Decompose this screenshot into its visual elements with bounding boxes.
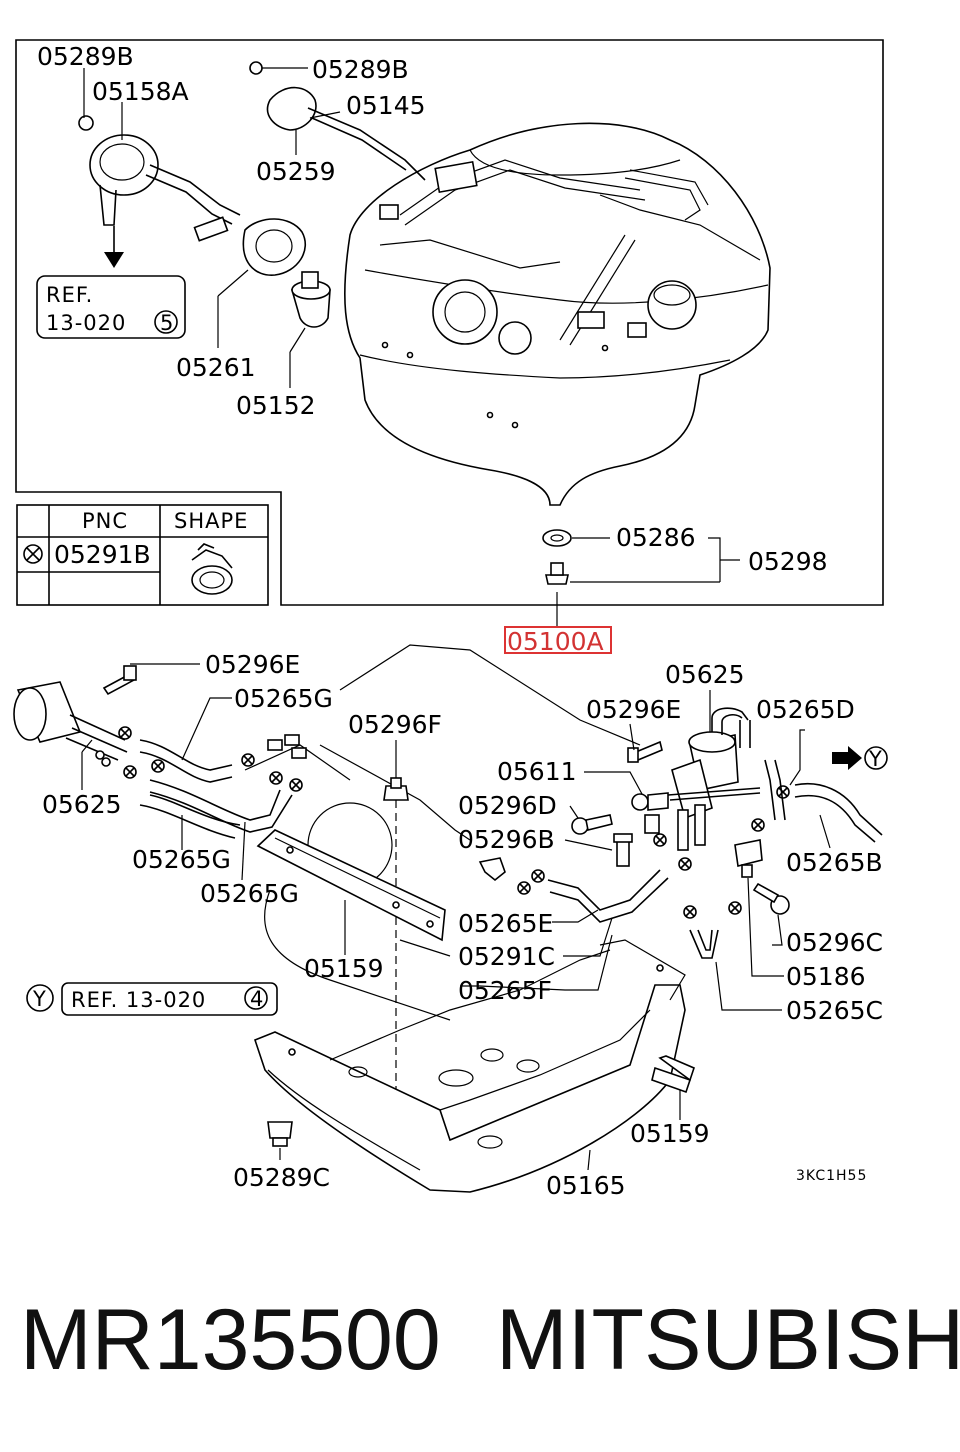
- ref-13-020-5-callout: REF. 13-020 5: [36, 275, 186, 339]
- bolt-05296D: [571, 814, 613, 835]
- label-05159-b: 05159: [630, 1119, 710, 1148]
- label-05296C: 05296C: [786, 928, 883, 957]
- label-05265G-a: 05265G: [234, 684, 333, 713]
- label-05296B: 05296B: [458, 825, 555, 854]
- label-05296E-b: 05296E: [586, 695, 681, 724]
- bracket-05159-lower: [651, 1055, 695, 1094]
- vehicle-body-outline: [244, 644, 641, 1021]
- gauge-unit-cap: [290, 271, 331, 328]
- right-arrow-icon: Y: [832, 746, 888, 771]
- label-05289B-a: 05289B: [37, 42, 134, 71]
- label-05625-b: 05625: [665, 660, 745, 689]
- y-marker-right: Y: [868, 747, 883, 771]
- hose-05265D: [739, 720, 786, 821]
- label-05265E: 05265E: [458, 909, 553, 938]
- label-05265G-b: 05265G: [132, 845, 231, 874]
- label-05259: 05259: [256, 157, 336, 186]
- label-05296F: 05296F: [348, 710, 442, 739]
- pnc-row-value: 05291B: [54, 540, 151, 569]
- ref-circle-number: 5: [160, 311, 174, 335]
- diagram-code: 3KC1H55: [796, 1168, 867, 1184]
- check-valve-05186: [734, 839, 763, 878]
- label-05265B: 05265B: [786, 848, 883, 877]
- x-circle-icon: [23, 544, 43, 564]
- pnc-column-header: PNC: [82, 509, 128, 533]
- pnc-shape-table: PNC SHAPE 05291B: [16, 504, 269, 606]
- manufacturer-name: MITSUBISHI: [496, 1292, 960, 1388]
- bolt-05296E-right: [627, 740, 663, 763]
- shape-column-header: SHAPE: [174, 509, 248, 533]
- label-05152: 05152: [236, 391, 316, 420]
- label-05289B-b: 05289B: [312, 55, 409, 84]
- clip-05291C-small: [478, 857, 506, 882]
- hose-clamp-shape-icon: [191, 543, 233, 595]
- label-05159-a: 05159: [304, 954, 384, 983]
- fuel-tank-parts-diagram: PNC SHAPE 05291B: [13, 39, 888, 1200]
- leader-lines-top: [83, 67, 740, 628]
- bottom-ref-text: REF. 13-020: [71, 988, 206, 1012]
- caption: MR135500 MITSUBISHI: [0, 1280, 960, 1420]
- label-05158A: 05158A: [92, 77, 189, 106]
- label-05265C: 05265C: [786, 996, 883, 1025]
- canister-right: [671, 707, 749, 851]
- label-05625-a: 05625: [42, 790, 122, 819]
- label-05261: 05261: [176, 353, 256, 382]
- hose-05265E: [547, 869, 669, 923]
- y-marker: Y: [32, 987, 47, 1011]
- fuel-sender-assembly: [78, 115, 241, 242]
- bracket-05159-upper: [256, 829, 446, 942]
- label-05265D: 05265D: [756, 695, 855, 724]
- label-05291C: 05291C: [458, 942, 555, 971]
- highlighted-part-box: [504, 626, 612, 654]
- ref-line-1: REF.: [46, 283, 93, 307]
- part-number: MR135500: [20, 1292, 441, 1388]
- pipe-connectors: [267, 734, 307, 759]
- leader-lines-bottom: [81, 663, 831, 1171]
- label-05165: 05165: [546, 1171, 626, 1200]
- pump-cover-and-harness: [249, 61, 426, 181]
- label-05265G-c: 05265G: [200, 879, 299, 908]
- label-05611: 05611: [497, 757, 577, 786]
- hose-clamp-icons: [118, 726, 790, 919]
- ref-13-020-4-callout: Y REF. 13-020 4: [26, 982, 278, 1016]
- fuel-tank: [344, 122, 771, 506]
- skid-plate-05165: [254, 939, 686, 1193]
- bolt-05296E-left: [102, 665, 137, 696]
- label-05145: 05145: [346, 91, 426, 120]
- label-05298: 05298: [748, 547, 828, 576]
- hose-05265B: [794, 783, 883, 843]
- bolt-05296C: [752, 882, 790, 915]
- canister-left: [13, 681, 128, 767]
- bolt-05296F: [383, 777, 409, 1120]
- ref-line-2: 13-020: [46, 311, 126, 335]
- label-05186: 05186: [786, 962, 866, 991]
- bolt-05296B: [613, 833, 633, 867]
- label-05296D: 05296D: [458, 791, 557, 820]
- upper-assembly-frame: [15, 39, 884, 606]
- label-05289C: 05289C: [233, 1163, 330, 1192]
- label-05296E-a: 05296E: [205, 650, 300, 679]
- down-arrow-icon: [104, 226, 124, 268]
- pump-gasket: [242, 218, 307, 276]
- drain-plug: [542, 529, 572, 585]
- label-05265F: 05265F: [458, 976, 552, 1005]
- hose-group-05265G: [139, 739, 293, 839]
- label-05100A: 05100A: [507, 627, 604, 656]
- hose-05265C: [689, 929, 719, 959]
- bottom-ref-circle-number: 4: [250, 987, 264, 1011]
- nut-05289C: [267, 1121, 293, 1147]
- label-05286: 05286: [616, 523, 696, 552]
- valve-05611: [631, 787, 761, 834]
